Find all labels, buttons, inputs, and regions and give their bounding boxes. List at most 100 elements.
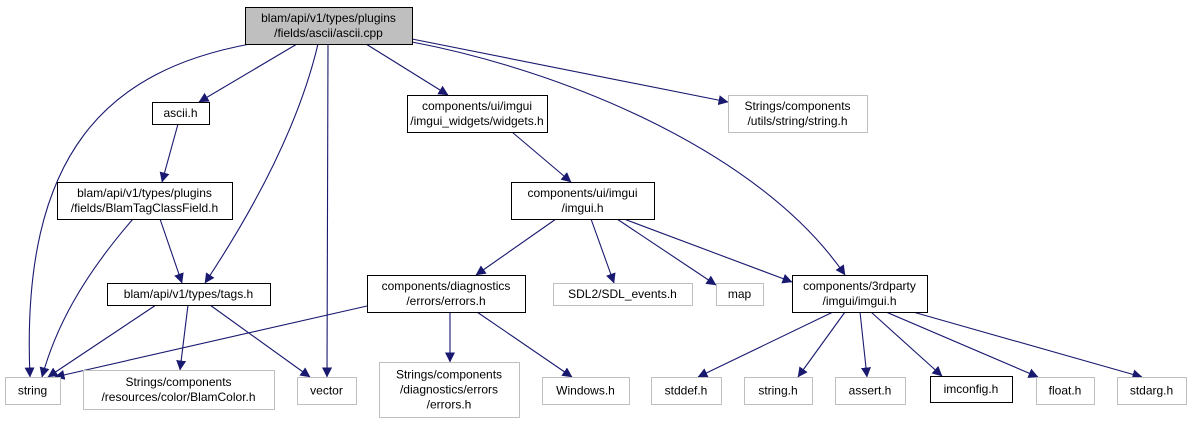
node-box — [107, 283, 271, 306]
edge-thirdparty_imgui_h-to-imconfig_h — [870, 311, 943, 377]
node-box — [1036, 377, 1095, 405]
edge-errors_h-to-string — [54, 305, 368, 380]
node-label-line: /diagnostics/errors — [400, 383, 498, 397]
node-label-line: stddef.h — [665, 384, 708, 398]
node-label-line: /errors.h — [427, 398, 472, 412]
node-box — [716, 283, 764, 306]
node-label-line: /utils/string/string.h — [747, 114, 847, 128]
node-widgets-h[interactable]: components/ui/imgui/imgui_widgets/widget… — [407, 95, 548, 133]
node-assert-h: assert.h — [835, 377, 906, 405]
edge-tags_h-to-string — [47, 304, 157, 378]
node-ui-imgui-h[interactable]: components/ui/imgui/imgui.h — [511, 182, 655, 220]
edge-root-to-string — [24, 43, 251, 378]
node-label-line: float.h — [1049, 384, 1082, 398]
node-label-line: map — [728, 287, 752, 301]
node-label-line: /imgui/imgui.h — [822, 294, 896, 308]
edge-root-to-string_h_utils — [411, 38, 729, 106]
node-label-line: /resources/color/BlamColor.h — [101, 390, 255, 404]
node-label-line: blam/api/v1/types/tags.h — [124, 287, 253, 301]
node-label-line: blam/api/v1/types/plugins — [261, 11, 396, 25]
node-label-line: Strings/components — [125, 375, 231, 389]
node-map: map — [716, 283, 764, 306]
edge-ui_imgui_h-to-map — [616, 218, 717, 286]
node-label-line: ascii.h — [163, 106, 197, 120]
node-stddef-h: stddef.h — [651, 377, 722, 405]
edge-blamtagclassfield_h-to-tags_h — [159, 218, 184, 284]
node-errors-h[interactable]: components/diagnostics/errors/errors.h — [367, 275, 526, 313]
node-string-h: string.h — [744, 377, 813, 405]
edge-root-to-vector — [322, 43, 333, 378]
node-box — [728, 95, 868, 133]
node-thirdparty-imgui-h[interactable]: components/3rdparty/imgui/imgui.h — [792, 275, 928, 313]
node-label-line: blam/api/v1/types/plugins — [77, 186, 212, 200]
edge-blamtagclassfield_h-to-string — [39, 218, 134, 378]
node-label-line: components/3rdparty — [803, 279, 916, 293]
edge-errors_h-to-windows_h — [476, 311, 573, 378]
node-imconfig-h[interactable]: imconfig.h — [930, 376, 1013, 403]
node-box — [83, 370, 275, 410]
node-windows-h: Windows.h — [542, 377, 630, 405]
node-ascii-h[interactable]: ascii.h — [152, 102, 210, 125]
node-label-line: vector — [310, 384, 343, 398]
node-label-line: /fields/BlamTagClassField.h — [71, 201, 218, 215]
node-box — [553, 283, 693, 306]
node-box — [57, 182, 233, 220]
edge-thirdparty_imgui_h-to-stdarg_h — [912, 311, 1143, 380]
node-box — [835, 377, 906, 405]
node-box — [744, 377, 813, 405]
node-label-line: /imgui_widgets/widgets.h — [410, 114, 543, 128]
edge-widgets_h-to-ui_imgui_h — [511, 131, 572, 183]
node-label-line: /fields/ascii/ascii.cpp — [274, 26, 383, 40]
node-label-line: string — [18, 384, 47, 398]
node-blamcolor-h: Strings/components/resources/color/BlamC… — [83, 370, 275, 410]
edge-ui_imgui_h-to-sdl_events_h — [590, 218, 616, 284]
edge-thirdparty_imgui_h-to-assert_h — [859, 311, 871, 378]
node-box — [297, 377, 357, 405]
node-box — [5, 377, 61, 405]
node-label-line: Strings/components — [744, 99, 850, 113]
node-label-line: /errors/errors.h — [406, 294, 485, 308]
node-box — [407, 95, 548, 133]
edge-root-to-widgets_h — [365, 43, 449, 96]
node-sdl-events-h: SDL2/SDL_events.h — [553, 283, 693, 306]
node-label-line: components/diagnostics — [382, 279, 511, 293]
node-box — [792, 275, 928, 313]
node-box — [511, 182, 655, 220]
node-label-line: assert.h — [849, 384, 892, 398]
edge-ui_imgui_h-to-thirdparty_imgui_h — [623, 218, 793, 284]
node-label-line: /imgui.h — [561, 201, 603, 215]
node-box — [367, 275, 526, 313]
node-tags-h[interactable]: blam/api/v1/types/tags.h — [107, 283, 271, 306]
node-float-h: float.h — [1036, 377, 1095, 405]
edge-tags_h-to-vector — [209, 304, 311, 378]
node-label-line: stdarg.h — [1130, 384, 1173, 398]
edge-ascii_h-to-blamtagclassfield_h — [159, 123, 179, 183]
node-label-line: components/ui/imgui — [527, 186, 637, 200]
node-label-line: imconfig.h — [944, 382, 999, 396]
node-string: string — [5, 377, 61, 405]
node-box — [542, 377, 630, 405]
node-label-line: SDL2/SDL_events.h — [568, 287, 677, 301]
edge-root-to-ascii_h — [198, 43, 298, 103]
node-label-line: string.h — [758, 384, 797, 398]
node-root[interactable]: blam/api/v1/types/plugins/fields/ascii/a… — [245, 7, 413, 45]
node-box — [379, 362, 520, 418]
edge-thirdparty_imgui_h-to-string_h — [797, 311, 846, 378]
node-box — [245, 7, 413, 45]
edge-ui_imgui_h-to-errors_h — [475, 218, 557, 276]
edge-root-to-tags_h — [204, 43, 319, 284]
node-label-line: components/ui/imgui — [422, 99, 532, 113]
edge-thirdparty_imgui_h-to-stddef_h — [697, 311, 834, 378]
edge-thirdparty_imgui_h-to-float_h — [885, 311, 1039, 378]
node-blamtagclassfield-h[interactable]: blam/api/v1/types/plugins/fields/BlamTag… — [57, 182, 233, 220]
node-box — [152, 102, 210, 125]
node-label-line: Windows.h — [556, 384, 615, 398]
node-box — [930, 376, 1013, 403]
node-label-line: Strings/components — [396, 368, 502, 382]
edges — [24, 38, 1143, 380]
node-box — [651, 377, 722, 405]
node-stdarg-h: stdarg.h — [1117, 377, 1187, 405]
nodes: blam/api/v1/types/plugins/fields/ascii/a… — [5, 7, 1187, 418]
node-strings-errors-h: Strings/components/diagnostics/errors/er… — [379, 362, 520, 418]
